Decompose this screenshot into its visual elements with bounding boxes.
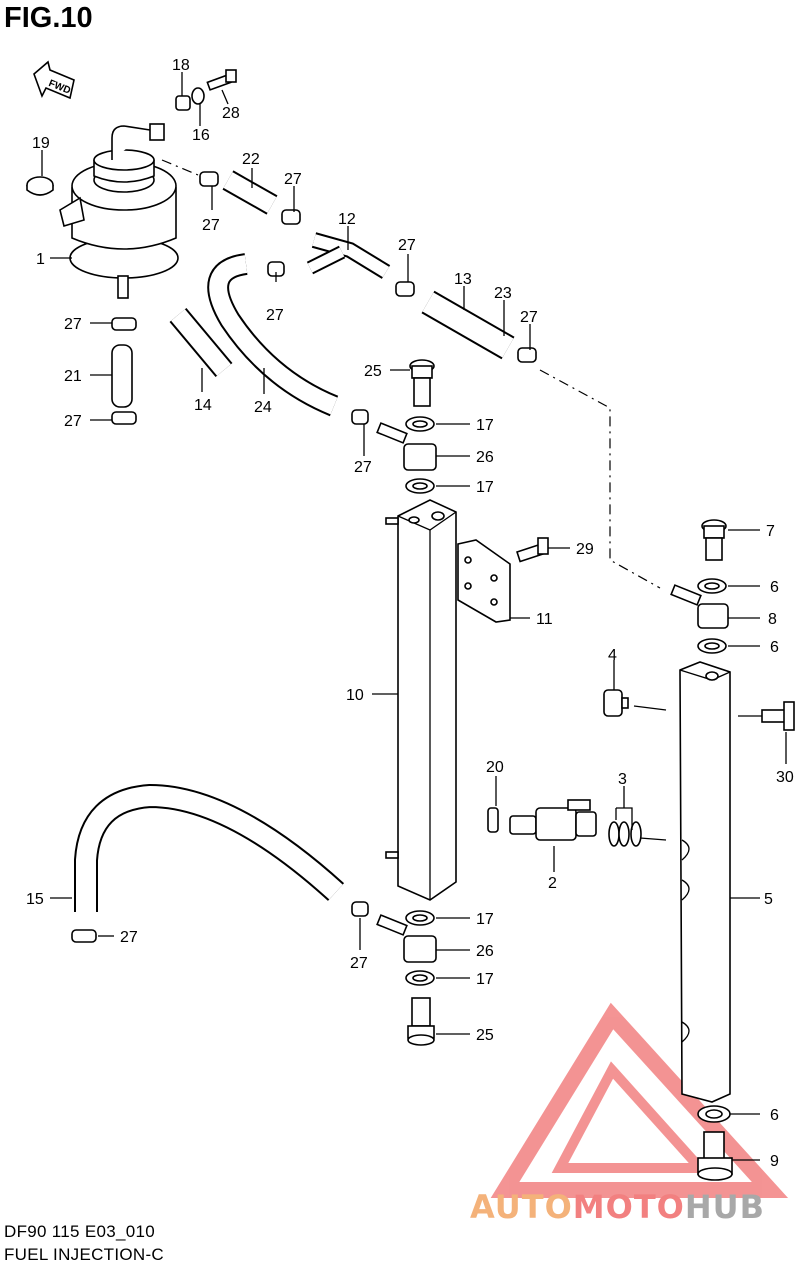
- hose-part-24: [207, 253, 339, 417]
- callout-12: 12: [338, 211, 356, 228]
- callout-13: 13: [454, 271, 472, 288]
- figure-title: FIG.10: [4, 2, 93, 34]
- union-bolt-part-7: [701, 519, 727, 561]
- hose-part-21: [111, 344, 133, 408]
- callout-21: 21: [64, 368, 82, 385]
- hose-part-15: [74, 783, 345, 912]
- callout-27-i: 27: [120, 929, 138, 946]
- grommet-part-19: [26, 176, 54, 196]
- bolt-part-30: [761, 701, 795, 731]
- callout-8: 8: [768, 611, 777, 628]
- gasket-parts-6: [697, 578, 731, 1123]
- callout-7: 7: [766, 523, 775, 540]
- callout-18: 18: [172, 57, 190, 74]
- callout-9: 9: [770, 1153, 779, 1170]
- cap-part-4: [603, 689, 629, 717]
- callout-5: 5: [764, 891, 773, 908]
- union-bolt-part-25-upper: [409, 359, 435, 407]
- callout-25-a: 25: [364, 363, 382, 380]
- callout-2: 2: [548, 875, 557, 892]
- watermark-logo-triangle: [490, 1002, 789, 1198]
- callout-10: 10: [346, 687, 364, 704]
- bolt-part-29: [516, 537, 549, 563]
- watermark-logo-text: AUTOMOTOHUB: [470, 1188, 766, 1226]
- callout-26-a: 26: [476, 449, 494, 466]
- callout-28: 28: [222, 105, 240, 122]
- union-joint-parts-26: [376, 422, 437, 963]
- part-callout-numbers: 1 19 18 16 28 22 27 27 12 27 13 23 27 27…: [26, 57, 794, 1170]
- callout-15: 15: [26, 891, 44, 908]
- bracket-part-11: [457, 539, 511, 623]
- hose-part-14: [169, 307, 233, 378]
- callout-1: 1: [36, 251, 45, 268]
- callout-20: 20: [486, 759, 504, 776]
- callout-27-g: 27: [64, 413, 82, 430]
- union-bolt-part-25-lower: [407, 997, 435, 1046]
- callout-6-b: 6: [770, 639, 779, 656]
- bracket-bolt-parts-16-18-28: [175, 69, 237, 111]
- callout-27-a: 27: [284, 171, 302, 188]
- callout-27-d: 27: [520, 309, 538, 326]
- leader-lines: [41, 72, 787, 1161]
- callout-29: 29: [576, 541, 594, 558]
- gasket-parts-17: [405, 416, 435, 986]
- hose-clamp-parts-27: [71, 171, 537, 943]
- fuel-delivery-rail-part-5: [679, 661, 731, 1103]
- tee-joint-part-12: [306, 232, 391, 279]
- callout-27-f: 27: [64, 316, 82, 333]
- callout-6-c: 6: [770, 1107, 779, 1124]
- callout-17-b: 17: [476, 479, 494, 496]
- fuel-injector-part-2: [509, 799, 597, 841]
- callout-19: 19: [32, 135, 50, 152]
- callout-6-a: 6: [770, 579, 779, 596]
- callout-30: 30: [776, 769, 794, 786]
- callout-17-a: 17: [476, 417, 494, 434]
- callout-4: 4: [608, 647, 617, 664]
- callout-27-h: 27: [354, 459, 372, 476]
- callout-22: 22: [242, 151, 260, 168]
- fwd-direction-arrow: FWD: [33, 60, 75, 100]
- callout-26-b: 26: [476, 943, 494, 960]
- clip-part-20: [487, 807, 499, 833]
- callout-11: 11: [536, 611, 553, 628]
- fuel-rail-part-10: [385, 499, 457, 901]
- diagram-name: FUEL INJECTION-C: [4, 1245, 165, 1264]
- callout-23: 23: [494, 285, 512, 302]
- hose-part-22: [222, 170, 278, 215]
- union-joint-part-8: [670, 584, 729, 629]
- o-ring-parts-3: [608, 821, 642, 847]
- diagram-code: DF90 115 E03_010: [4, 1222, 155, 1241]
- callout-27-j: 27: [350, 955, 368, 972]
- callout-27-c: 27: [398, 237, 416, 254]
- fuel-filter-part-1: [59, 123, 179, 299]
- callout-24: 24: [254, 399, 272, 416]
- hose-parts-13-23: [421, 290, 515, 360]
- union-bolt-part-9: [697, 1131, 733, 1181]
- callout-16: 16: [192, 127, 210, 144]
- callout-3: 3: [618, 771, 627, 788]
- callout-14: 14: [194, 397, 212, 414]
- callout-17-d: 17: [476, 971, 494, 988]
- callout-17-c: 17: [476, 911, 494, 928]
- callout-27-e: 27: [266, 307, 284, 324]
- callout-25-b: 25: [476, 1027, 494, 1044]
- callout-27-b: 27: [202, 217, 220, 234]
